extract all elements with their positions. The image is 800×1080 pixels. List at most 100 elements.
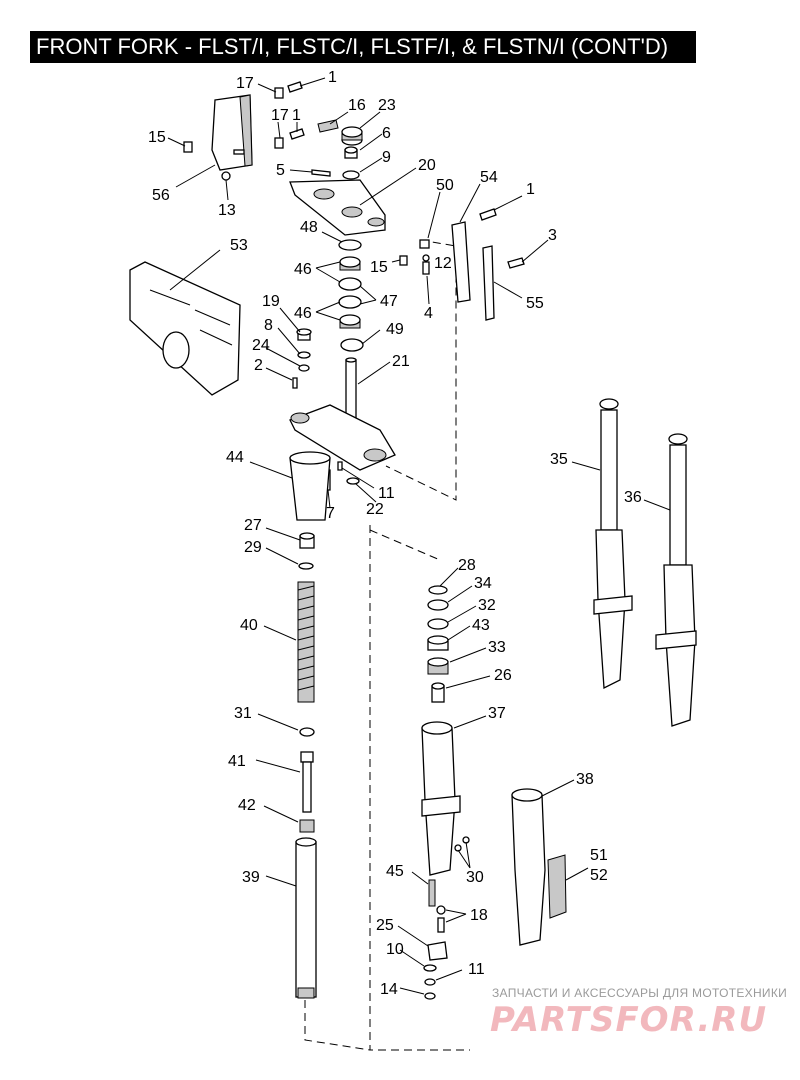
callout-11a: 11 <box>378 485 395 502</box>
part-33-bushing <box>427 657 449 675</box>
part-3-screw <box>507 257 525 269</box>
callout-1c: 1 <box>526 181 535 198</box>
part-53-fork-cover <box>129 261 241 396</box>
callout-9: 9 <box>382 149 391 166</box>
part-20-upper-bracket <box>289 179 386 236</box>
part-6-bolt <box>344 146 358 159</box>
callout-18: 18 <box>470 907 488 924</box>
callout-28: 28 <box>458 557 476 574</box>
callout-8: 8 <box>264 317 273 334</box>
part-5-bolt <box>311 169 331 177</box>
callout-38: 38 <box>576 771 594 788</box>
part-25-axle-cap <box>427 941 448 961</box>
assembly-line-slider <box>369 529 441 561</box>
callout-26: 26 <box>494 667 512 684</box>
part-45-stud <box>428 879 436 907</box>
page-title: FRONT FORK - FLST/I, FLSTC/I, FLSTF/I, &… <box>30 31 696 63</box>
part-15-nut-left <box>183 141 193 153</box>
callout-34: 34 <box>474 575 492 592</box>
part-32-washer <box>427 618 449 630</box>
part-15-nut-right <box>399 255 408 266</box>
callout-53: 53 <box>230 237 248 254</box>
part-8-washer <box>297 351 311 359</box>
callout-14: 14 <box>380 981 398 998</box>
callout-48: 48 <box>300 219 318 236</box>
callout-54: 54 <box>480 169 498 186</box>
callout-10: 10 <box>386 941 404 958</box>
part-17-clip-upper <box>274 87 284 99</box>
callout-46b: 46 <box>294 305 312 322</box>
callout-33: 33 <box>488 639 506 656</box>
callout-36: 36 <box>624 489 642 506</box>
part-22-nut <box>346 477 360 485</box>
part-46-bearing-lower <box>339 314 361 329</box>
callout-24: 24 <box>252 337 270 354</box>
callout-15a: 15 <box>148 129 166 146</box>
callout-39: 39 <box>242 869 260 886</box>
part-47-race-upper <box>338 277 362 291</box>
part-51-52-reflector <box>547 854 567 919</box>
part-13-screw <box>221 171 231 181</box>
part-47-race-lower <box>338 295 362 309</box>
callout-6: 6 <box>382 125 391 142</box>
callout-47: 47 <box>380 293 398 310</box>
part-9-washer <box>342 170 360 180</box>
part-1-screw-lower <box>289 128 305 140</box>
part-19-bolt <box>296 328 312 341</box>
callout-4: 4 <box>424 305 433 322</box>
part-21-lower-bracket <box>289 357 396 471</box>
callout-49: 49 <box>386 321 404 338</box>
callout-50: 50 <box>436 177 454 194</box>
part-18-screw <box>437 917 445 933</box>
part-43-bushing <box>427 635 449 651</box>
callout-17a: 17 <box>236 75 254 92</box>
part-55-bracket <box>482 245 495 321</box>
callout-labels: 17 1 16 23 15 17 1 6 9 5 20 56 13 50 54 … <box>148 69 642 998</box>
part-30-washer-a <box>454 844 462 852</box>
part-31-ring <box>299 727 315 737</box>
leader-lines <box>167 77 671 995</box>
callout-35: 35 <box>550 451 568 468</box>
callout-45: 45 <box>386 863 404 880</box>
part-16-plate <box>317 119 339 133</box>
callout-7: 7 <box>326 505 335 522</box>
callout-12: 12 <box>434 255 452 272</box>
part-26-oil-lock <box>431 682 445 703</box>
callout-1a: 1 <box>328 69 337 86</box>
part-11-washer-lower <box>424 978 436 986</box>
callout-32: 32 <box>478 597 496 614</box>
callout-42: 42 <box>238 797 256 814</box>
part-40-spring <box>297 581 315 703</box>
part-1-screw-right <box>479 208 497 221</box>
part-27-valve <box>299 532 315 549</box>
callout-31: 31 <box>234 705 252 722</box>
part-4-screw <box>422 261 430 275</box>
callout-37: 37 <box>488 705 506 722</box>
callout-3: 3 <box>548 227 557 244</box>
part-39-fork-tube <box>295 837 317 999</box>
callout-5: 5 <box>276 162 285 179</box>
assembly-line-tube <box>304 1000 371 1051</box>
part-11-washer-upper <box>337 461 343 471</box>
watermark-logo: PARTSFOR.RU <box>490 1000 768 1040</box>
part-35-fork-assembly <box>593 398 633 690</box>
part-2-screw <box>292 377 298 389</box>
callout-19: 19 <box>262 293 280 310</box>
part-17-clip-lower <box>274 137 284 149</box>
part-41-damper-rod <box>300 751 314 813</box>
part-23-cap <box>341 126 363 146</box>
callout-17b: 17 <box>271 107 289 124</box>
callout-27: 27 <box>244 517 262 534</box>
part-1-screw-upper <box>287 81 303 93</box>
callout-23: 23 <box>378 97 396 114</box>
callout-13: 13 <box>218 202 236 219</box>
callout-29: 29 <box>244 539 262 556</box>
part-38-slider <box>511 788 546 946</box>
callout-20: 20 <box>418 157 436 174</box>
callout-46a: 46 <box>294 261 312 278</box>
part-29-o-ring <box>298 562 314 570</box>
callout-2: 2 <box>254 357 263 374</box>
callout-44: 44 <box>226 449 244 466</box>
callout-11b: 11 <box>468 961 485 978</box>
